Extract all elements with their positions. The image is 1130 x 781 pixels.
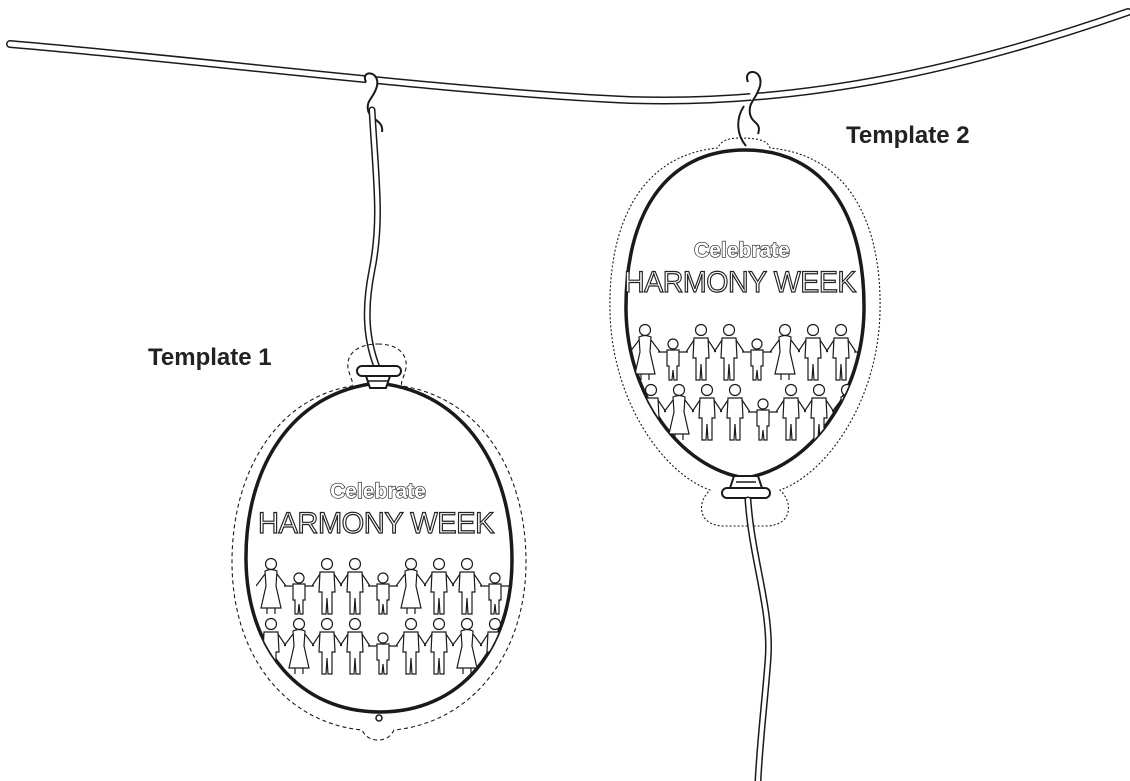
balloon-2-celebrate: Celebrate — [694, 239, 790, 262]
cut-line-1 — [231, 343, 527, 741]
balloon-template-1: Celebrate HARMONY WEEK — [231, 72, 527, 741]
balloon-string-2 — [744, 496, 773, 781]
hang-hole-1 — [375, 714, 383, 722]
balloon-tie-1 — [356, 365, 402, 389]
balloon-template-2: Celebrate HARMONY WEEK — [609, 71, 881, 781]
balloon-body-2 — [624, 148, 866, 480]
balloon-1-harmony-week: HARMONY WEEK — [258, 507, 494, 540]
rope-knot-2 — [745, 71, 762, 135]
template-2-label: Template 2 — [846, 122, 970, 149]
rope-knot-1 — [363, 72, 384, 133]
rope — [6, 8, 1130, 105]
balloon-2-harmony-week: HARMONY WEEK — [624, 266, 856, 299]
template-1-label: Template 1 — [148, 344, 272, 371]
balloon-body-1 — [244, 381, 514, 714]
balloon-tie-2 — [721, 475, 771, 499]
balloon-1-celebrate: Celebrate — [330, 480, 426, 503]
cut-line-2 — [609, 137, 881, 527]
